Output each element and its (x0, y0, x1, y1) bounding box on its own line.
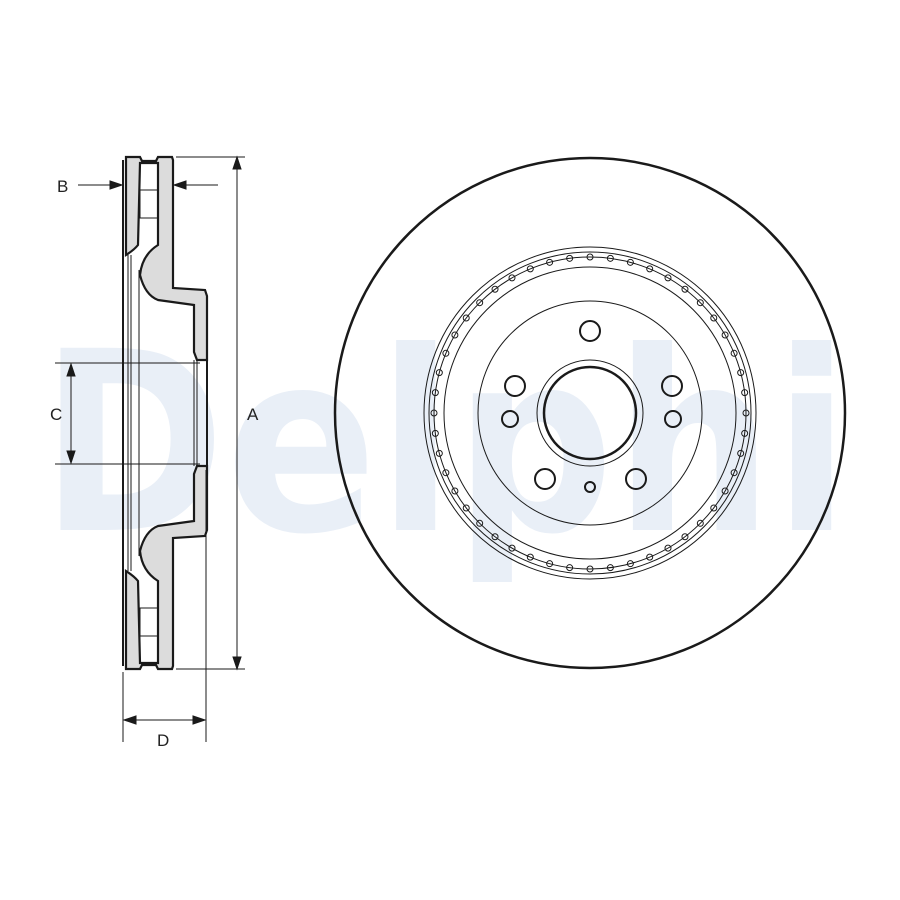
vent-notch (435, 369, 443, 377)
vent-notch (451, 331, 459, 339)
vent-notch (681, 533, 689, 541)
vent-notch (742, 409, 750, 417)
profile-section-top (124, 155, 209, 362)
vent-notch (476, 299, 484, 307)
vent-notch (566, 254, 574, 262)
vent-notch (451, 487, 459, 495)
vent-notch (431, 429, 439, 437)
bolt-hole (534, 468, 556, 490)
dimension-label-b: B (57, 177, 68, 196)
vent-notch (737, 369, 745, 377)
vent-notch (646, 265, 654, 273)
vent-notch (586, 253, 594, 261)
vent-notch (626, 258, 634, 266)
disc-ring (423, 246, 757, 580)
vent-notch (462, 504, 470, 512)
vent-notch (508, 274, 516, 282)
vent-notch (681, 285, 689, 293)
vent-notch (508, 544, 516, 552)
center-bore-ring (536, 359, 644, 467)
disc-outer-edge (333, 156, 847, 670)
vent-notch (566, 564, 574, 572)
vent-notch (646, 553, 654, 561)
dimension-label-d: D (157, 731, 169, 750)
vent-notch (442, 469, 450, 477)
dimension-lines (55, 155, 245, 742)
vent-notch (476, 519, 484, 527)
bolt-hole (504, 375, 526, 397)
watermark-logo: Delphi (40, 298, 850, 589)
vent-notch (737, 449, 745, 457)
vent-notch (491, 533, 499, 541)
bolt-hole (661, 375, 683, 397)
vent-notch (696, 519, 704, 527)
dimension-label-c: C (50, 405, 62, 424)
bolt-hole (579, 320, 601, 342)
vent-notch (721, 331, 729, 339)
bolt-hole (625, 468, 647, 490)
vent-notch (730, 469, 738, 477)
disc-ring (443, 266, 737, 560)
locating-hole (501, 410, 519, 428)
vent-notch (431, 389, 439, 397)
vent-channel (139, 189, 159, 219)
vent-notch (721, 487, 729, 495)
vent-notch (526, 265, 534, 273)
vent-notch (741, 389, 749, 397)
vent-notch (435, 449, 443, 457)
locating-hole (664, 410, 682, 428)
hat-ring (477, 300, 703, 526)
vent-notch (491, 285, 499, 293)
vent-notch (710, 504, 718, 512)
vent-notch (606, 254, 614, 262)
vent-notch (430, 409, 438, 417)
vent-notch (626, 560, 634, 568)
screw-hole (584, 481, 596, 493)
vent-channel (139, 607, 159, 637)
side-profile-view (122, 155, 209, 671)
vent-notch (442, 349, 450, 357)
vent-notch (462, 314, 470, 322)
center-bore (542, 365, 638, 461)
front-view (333, 156, 847, 670)
vent-notch (696, 299, 704, 307)
disc-ring (428, 251, 752, 575)
vent-notch (730, 349, 738, 357)
vent-notch (664, 544, 672, 552)
dimension-label-a: A (247, 405, 259, 424)
vent-notch (546, 560, 554, 568)
profile-section-bottom (124, 464, 209, 671)
vent-notch (526, 553, 534, 561)
vent-notch (546, 258, 554, 266)
vent-notch (710, 314, 718, 322)
vent-notch (606, 564, 614, 572)
disc-ring (433, 256, 747, 570)
vent-notch (586, 565, 594, 573)
vent-notch (664, 274, 672, 282)
vent-notch (741, 429, 749, 437)
